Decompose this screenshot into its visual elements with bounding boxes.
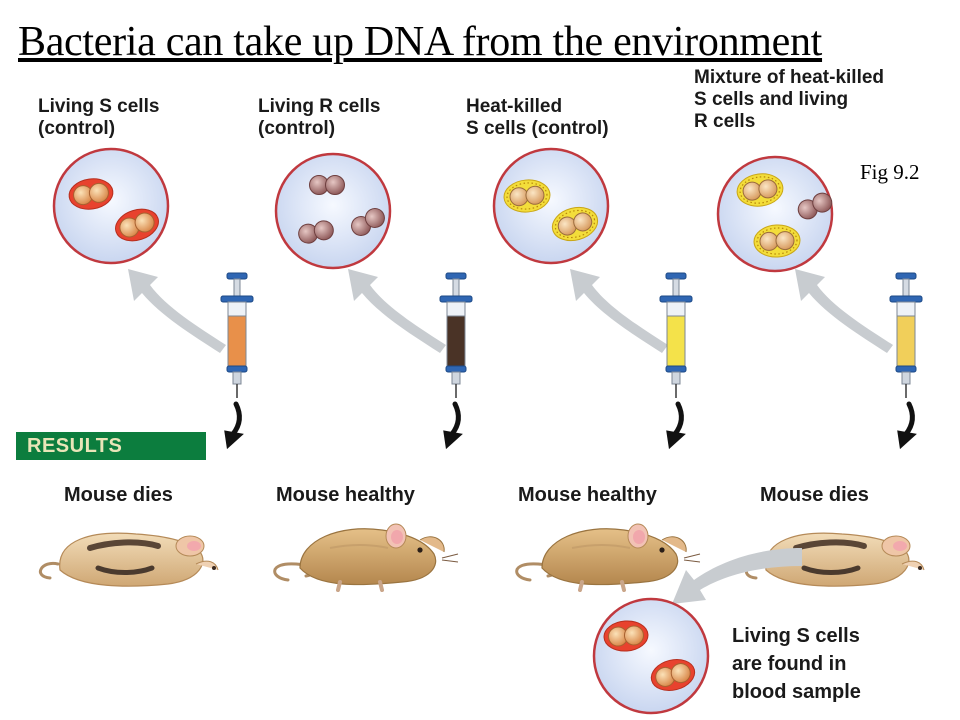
column-3-label: Heat-killed S cells (control) bbox=[466, 96, 609, 140]
syringe-fluid bbox=[666, 315, 686, 367]
column-2-label-line: (control) bbox=[258, 118, 336, 139]
column-2-label-line: Living R cells bbox=[258, 96, 381, 117]
column-1-label: Living S cells (control) bbox=[38, 96, 159, 140]
figure-reference: Fig 9.2 bbox=[860, 160, 920, 184]
column-4-label-line: R cells bbox=[694, 111, 756, 132]
column-2-graphics bbox=[274, 152, 446, 353]
syringe bbox=[889, 272, 923, 398]
column-4-result: Mouse dies bbox=[760, 484, 869, 506]
column-2-result: Mouse healthy bbox=[276, 484, 415, 506]
mouse-dead-1 bbox=[38, 532, 219, 587]
curved-arrow bbox=[795, 269, 893, 353]
curved-arrow bbox=[570, 269, 668, 353]
black-arrow bbox=[440, 404, 463, 452]
column-3-label-line: Heat-killed bbox=[466, 96, 563, 117]
blood-sample-label-line: Living S cells bbox=[732, 625, 860, 647]
results-label: RESULTS bbox=[27, 435, 123, 457]
petri-circle-blood-sample bbox=[592, 597, 710, 715]
column-4-label: Mixture of heat-killed S cells and livin… bbox=[694, 67, 884, 133]
syringe bbox=[659, 272, 693, 398]
column-1-result: Mouse dies bbox=[64, 484, 173, 506]
blood-sample-label: Living S cells are found in blood sample bbox=[732, 622, 861, 706]
curved-arrow bbox=[128, 269, 226, 353]
column-3-graphics bbox=[492, 147, 668, 353]
black-arrow bbox=[221, 404, 244, 452]
column-4-graphics bbox=[716, 155, 893, 353]
petri-circle-living-s bbox=[52, 147, 170, 265]
mouse-healthy-3 bbox=[515, 523, 701, 592]
diagram-title: Bacteria can take up DNA from the enviro… bbox=[18, 19, 823, 65]
syringe-fluid bbox=[896, 315, 916, 367]
blood-sample-label-line: blood sample bbox=[732, 681, 861, 703]
curved-arrow bbox=[348, 269, 446, 353]
results-band: RESULTS bbox=[16, 432, 206, 460]
mouse-healthy-2 bbox=[273, 523, 459, 592]
black-arrow bbox=[894, 404, 917, 452]
blood-sample-graphics bbox=[592, 548, 802, 715]
column-1-label-line: (control) bbox=[38, 118, 116, 139]
blood-sample-label-line: are found in bbox=[732, 653, 847, 675]
column-4-label-line: Mixture of heat-killed bbox=[694, 67, 885, 88]
column-1-graphics bbox=[52, 147, 226, 353]
syringe bbox=[439, 272, 473, 398]
column-1-label-line: Living S cells bbox=[38, 96, 160, 117]
column-3-label-line: S cells (control) bbox=[466, 118, 609, 139]
syringe bbox=[220, 272, 254, 398]
syringe-fluid bbox=[446, 315, 466, 367]
black-arrow bbox=[663, 404, 686, 452]
column-4-label-line: S cells and living bbox=[694, 89, 849, 110]
curved-arrow bbox=[672, 548, 802, 604]
column-3-result: Mouse healthy bbox=[518, 484, 657, 506]
column-2-label: Living R cells (control) bbox=[258, 96, 380, 140]
syringe-fluid bbox=[227, 315, 247, 367]
